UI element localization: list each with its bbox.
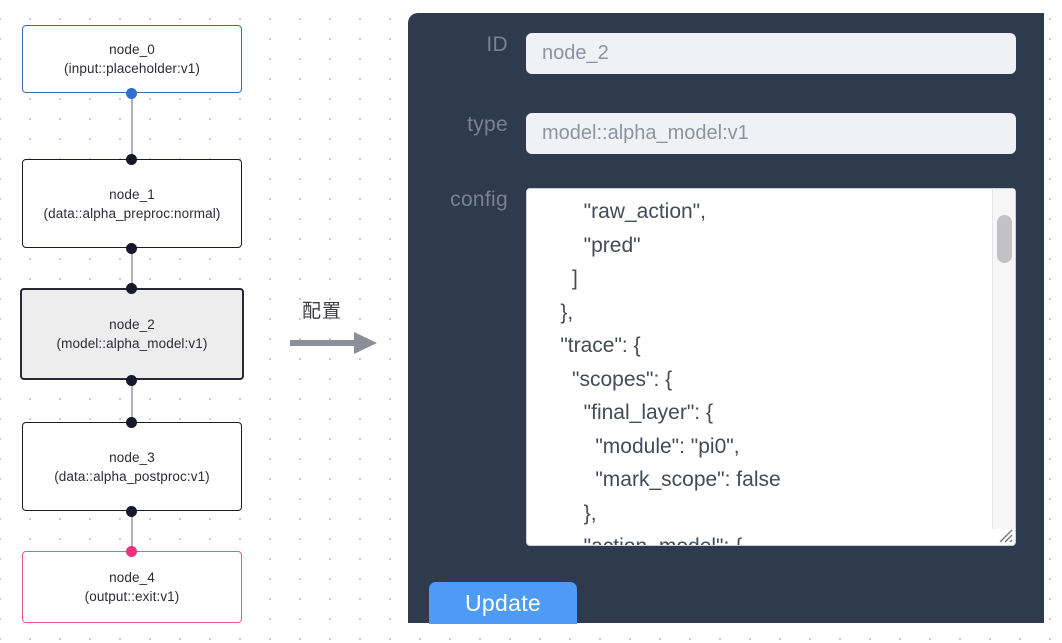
edge-node0-node1 bbox=[131, 93, 133, 159]
type-field-label: type bbox=[467, 113, 508, 136]
edge-node2-node3 bbox=[131, 380, 133, 422]
node_0-source-handle[interactable] bbox=[126, 88, 137, 99]
node-config-panel: ID node_2 type model::alpha_model:v1 con… bbox=[408, 13, 1044, 623]
resize-handle-icon[interactable] bbox=[996, 526, 1014, 544]
graph-node-node_1[interactable]: node_1 (data::alpha_preproc:normal) bbox=[22, 159, 242, 248]
config-textarea[interactable]: "raw_action", "pred" ] }, "trace": { "sc… bbox=[526, 188, 1016, 546]
node_2-source-handle[interactable] bbox=[126, 375, 137, 386]
config-textarea-wrap: "raw_action", "pred" ] }, "trace": { "sc… bbox=[526, 188, 1016, 546]
node_3-target-handle[interactable] bbox=[126, 417, 137, 428]
node_4-target-handle[interactable] bbox=[126, 546, 137, 557]
field-row-type: type model::alpha_model:v1 bbox=[408, 113, 1044, 154]
config-scrollbar[interactable] bbox=[992, 189, 1015, 529]
graph-node-node_0[interactable]: node_0 (input::placeholder:v1) bbox=[22, 25, 242, 93]
graph-node-node_3[interactable]: node_3 (data::alpha_postproc:v1) bbox=[22, 422, 242, 511]
graph-node-label: node_3 (data::alpha_postproc:v1) bbox=[54, 449, 210, 484]
graph-node-label: node_0 (input::placeholder:v1) bbox=[64, 42, 200, 76]
node_3-source-handle[interactable] bbox=[126, 506, 137, 517]
node_2-target-handle[interactable] bbox=[126, 283, 137, 294]
right-arrow-icon bbox=[290, 332, 377, 354]
graph-node-label: node_4 (output::exit:v1) bbox=[84, 570, 180, 604]
config-field-label: config bbox=[450, 188, 508, 211]
graph-node-node_4[interactable]: node_4 (output::exit:v1) bbox=[22, 551, 242, 623]
type-input[interactable]: model::alpha_model:v1 bbox=[526, 113, 1016, 154]
node_1-target-handle[interactable] bbox=[126, 154, 137, 165]
node_1-source-handle[interactable] bbox=[126, 243, 137, 254]
transform-annotation: 配置 bbox=[288, 296, 398, 366]
config-scrollbar-thumb[interactable] bbox=[997, 215, 1012, 263]
id-input[interactable]: node_2 bbox=[526, 33, 1016, 74]
field-row-config: config "raw_action", "pred" ] }, "trace"… bbox=[408, 188, 1044, 546]
edge-node3-node4 bbox=[131, 511, 133, 551]
graph-node-label: node_2 (model::alpha_model:v1) bbox=[56, 317, 208, 351]
update-button[interactable]: Update bbox=[429, 582, 577, 624]
transform-label: 配置 bbox=[302, 300, 343, 322]
graph-node-label: node_1 (data::alpha_preproc:normal) bbox=[43, 186, 221, 221]
graph-node-node_2[interactable]: node_2 (model::alpha_model:v1) bbox=[20, 288, 244, 380]
field-row-id: ID node_2 bbox=[408, 33, 1044, 74]
edge-node1-node2 bbox=[131, 248, 133, 288]
id-field-label: ID bbox=[486, 33, 508, 56]
